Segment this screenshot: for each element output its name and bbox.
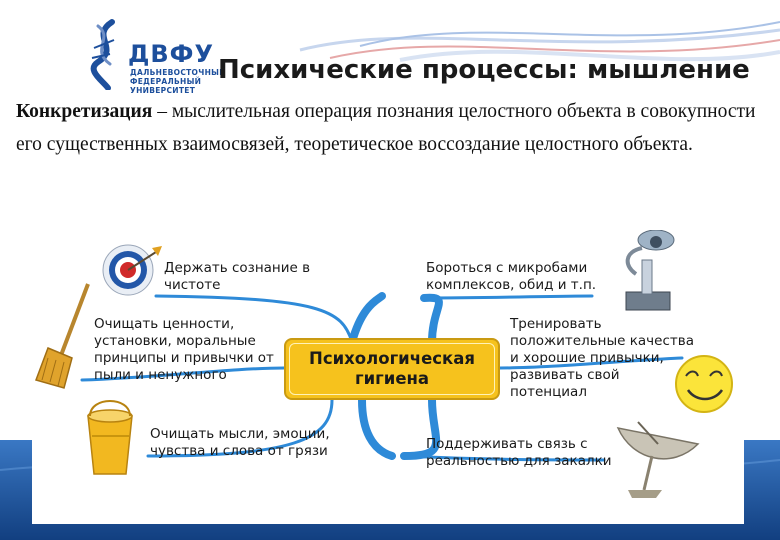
item-line: Очищать мысли, эмоции,: [150, 426, 330, 442]
header-wave-decoration: [299, 21, 780, 62]
slide-title: Психические процессы: мышление: [218, 55, 750, 85]
logo-abbreviation: ДВФУ: [128, 40, 214, 68]
mindmap-item-clean-values: Очищать ценности, установки, моральные п…: [94, 316, 274, 384]
definition-term: Конкретизация: [16, 101, 153, 122]
satellite-dish-icon: [616, 421, 700, 498]
item-line: Тренировать: [510, 316, 602, 332]
item-line: Бороться с микробами: [426, 260, 588, 276]
item-line: комплексов, обид и т.п.: [426, 277, 597, 293]
item-line: Держать сознание в: [164, 260, 311, 276]
mindmap-diagram: Психологическая гигиена Держать сознание…: [32, 230, 744, 524]
item-line: пыли и ненужного: [94, 367, 227, 383]
item-line: Очищать ценности,: [94, 316, 235, 332]
target-icon: [102, 244, 162, 296]
logo-line-1: ДАЛЬНЕВОСТОЧНЫЙ: [130, 68, 226, 77]
microscope-icon: [625, 230, 675, 311]
logo-line-3: УНИВЕРСИТЕТ: [130, 86, 196, 95]
item-line: развивать свой: [510, 367, 620, 383]
item-line: установки, моральные: [94, 333, 256, 349]
smiley-icon: [675, 355, 733, 413]
center-node-line-1: Психологическая: [309, 349, 475, 368]
item-line: потенциал: [510, 384, 587, 400]
mindmap-item-train-qualities: Тренировать положительные качества и хор…: [510, 316, 694, 401]
definition-text: – мыслительная операция познания целостн…: [16, 101, 756, 155]
dna-helix-icon: [90, 19, 115, 90]
item-line: чувства и слова от грязи: [150, 443, 328, 459]
center-node-line-2: гигиена: [354, 369, 430, 388]
mindmap-item-clean-consciousness: Держать сознание в чистоте: [164, 260, 310, 294]
item-line: положительные качества: [510, 333, 694, 349]
broom-icon: [35, 283, 90, 389]
item-line: Поддерживать связь с: [426, 436, 588, 452]
mindmap-branches: [35, 230, 733, 498]
item-line: и хорошие привычки,: [510, 350, 664, 366]
mindmap-item-keep-reality: Поддерживать связь с реальностью для зак…: [426, 436, 612, 470]
mindmap-item-fight-complexes: Бороться с микробами комплексов, обид и …: [426, 260, 596, 294]
bucket-icon: [87, 400, 133, 475]
center-node: Психологическая гигиена: [284, 338, 500, 400]
item-line: чистоте: [164, 277, 221, 293]
item-line: принципы и привычки от: [94, 350, 274, 366]
mindmap-item-clean-thoughts: Очищать мысли, эмоции, чувства и слова о…: [150, 426, 330, 460]
item-line: реальностью для закалки: [426, 453, 612, 469]
logo-line-2: ФЕДЕРАЛЬНЫЙ: [130, 77, 202, 86]
definition-paragraph: Конкретизация – мыслительная операция по…: [16, 95, 756, 161]
